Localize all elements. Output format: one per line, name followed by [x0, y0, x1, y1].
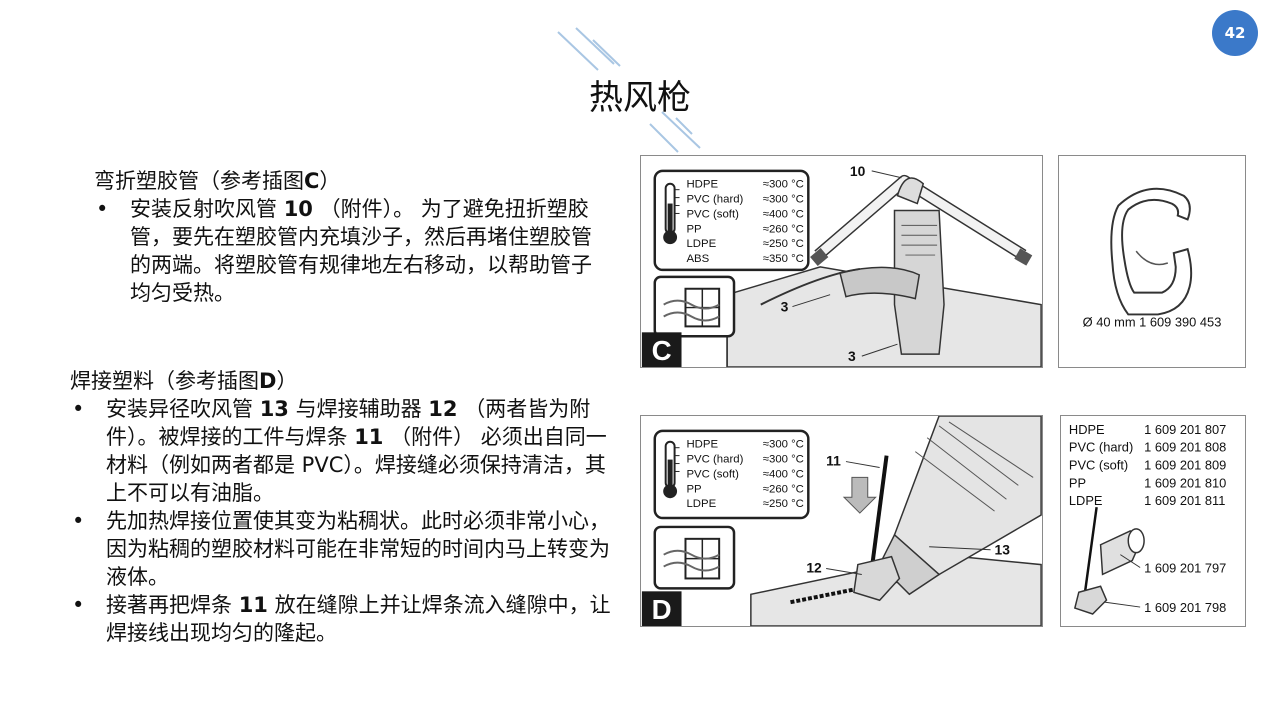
material-temp: ≈400 °C: [763, 208, 804, 220]
part-caption: Ø 40 mm 1 609 390 453: [1083, 314, 1222, 329]
down-arrow-icon: [842, 476, 877, 514]
material-name: PVC (soft): [686, 208, 739, 220]
callout-12: 12: [806, 560, 822, 576]
temperature-table: [653, 429, 810, 520]
figure-label: C: [652, 335, 672, 366]
heat-gun-welding-illustration: HDPE ≈300 °C PVC (hard) ≈300 °C PVC (sof…: [641, 416, 1042, 626]
section-heading: 弯折塑胶管（参考插图C）: [94, 169, 341, 193]
material-temp: ≈400 °C: [763, 468, 804, 480]
material-temp: ≈250 °C: [763, 498, 804, 510]
heat-gun: [760, 209, 945, 355]
material-temp: ≈300 °C: [763, 439, 804, 451]
material-name: PVC (hard): [686, 194, 743, 206]
section-welding-plastics: 焊接塑料（参考插图D） •安装异径吹风管 13 与焊接辅助器 12 （两者皆为附…: [70, 367, 626, 647]
material-name: PP: [686, 483, 701, 495]
material-temp: ≈300 °C: [763, 194, 804, 206]
part-code: 1 609 201 807: [1144, 422, 1226, 437]
part-code: 1 609 201 797: [1144, 560, 1226, 575]
material-name: PVC (hard): [686, 454, 743, 466]
callout-3: 3: [781, 299, 789, 315]
part-name: LDPE: [1069, 493, 1103, 508]
list-item: •安装异径吹风管 13 与焊接辅助器 12 （两者皆为附件）。被焊接的工件与焊条…: [72, 397, 607, 505]
callout-11: 11: [826, 453, 841, 469]
material-temp: ≈260 °C: [763, 483, 804, 495]
part-code: 1 609 201 809: [1144, 458, 1226, 473]
temperature-table: [653, 169, 810, 272]
thermometer-icon: [663, 440, 680, 499]
callout-3: 3: [848, 348, 856, 364]
figure-d-accessories: HDPE 1 609 201 807 PVC (hard) 1 609 201 …: [1060, 415, 1246, 627]
material-temp: ≈250 °C: [763, 238, 804, 250]
section-bending-tubes: 弯折塑胶管（参考插图C） •安装反射吹风管 10 （附件）。 为了避免扭折塑胶管…: [94, 167, 592, 307]
material-name: LDPE: [686, 498, 716, 510]
ventilation-icon: [653, 275, 736, 338]
material-name: LDPE: [686, 238, 716, 250]
ventilation-icon: [653, 525, 736, 590]
material-temp: ≈300 °C: [763, 454, 804, 466]
figure-c-accessory: Ø 40 mm 1 609 390 453: [1058, 155, 1246, 368]
figure-c: HDPE ≈300 °C PVC (hard) ≈300 °C PVC (sof…: [640, 155, 1043, 368]
part-code: 1 609 201 811: [1144, 493, 1225, 508]
material-temp: ≈350 °C: [763, 253, 804, 265]
part-name: PP: [1069, 475, 1086, 490]
thermometer-icon: [663, 182, 680, 245]
callout-10: 10: [850, 163, 866, 179]
part-name: PVC (soft): [1069, 458, 1128, 473]
material-temp: ≈260 °C: [763, 223, 804, 235]
part-name: HDPE: [1069, 422, 1105, 437]
material-name: PVC (soft): [686, 468, 739, 480]
part-code: 1 609 201 798: [1144, 600, 1226, 615]
material-name: HDPE: [686, 439, 718, 451]
material-temp: ≈300 °C: [763, 179, 804, 191]
figure-d: HDPE ≈300 °C PVC (hard) ≈300 °C PVC (sof…: [640, 415, 1043, 627]
list-item: •接著再把焊条 11 放在缝隙上并让焊条流入缝隙中，让焊接线出现均匀的隆起。: [72, 593, 611, 645]
part-code: 1 609 201 810: [1144, 475, 1226, 490]
page-title: 热风枪: [589, 78, 691, 118]
list-item: •安装反射吹风管 10 （附件）。 为了避免扭折塑胶管，要先在塑胶管内充填沙子，…: [96, 197, 592, 305]
figure-label: D: [652, 594, 672, 625]
part-code: 1 609 201 808: [1144, 440, 1226, 455]
heat-gun-bending-illustration: HDPE ≈300 °C PVC (hard) ≈300 °C PVC (sof…: [641, 163, 1042, 367]
reflector-nozzle-illustration: Ø 40 mm 1 609 390 453: [1083, 187, 1222, 329]
welding-shoe: [1073, 585, 1108, 615]
material-name: ABS: [686, 253, 709, 265]
callout-13: 13: [995, 542, 1011, 558]
material-name: HDPE: [686, 179, 718, 191]
welding-nozzles-illustration: HDPE 1 609 201 807 PVC (hard) 1 609 201 …: [1069, 422, 1226, 615]
material-name: PP: [686, 223, 701, 235]
section-heading: 焊接塑料（参考插图D）: [70, 369, 298, 393]
part-name: PVC (hard): [1069, 440, 1133, 455]
page-number-badge: 42: [1212, 10, 1258, 56]
list-item: •先加热焊接位置使其变为粘稠状。此时必须非常小心，因为粘稠的塑胶材料可能在非常短…: [72, 509, 610, 589]
welding-shoe: [853, 555, 901, 602]
heat-gun: [878, 416, 1042, 596]
